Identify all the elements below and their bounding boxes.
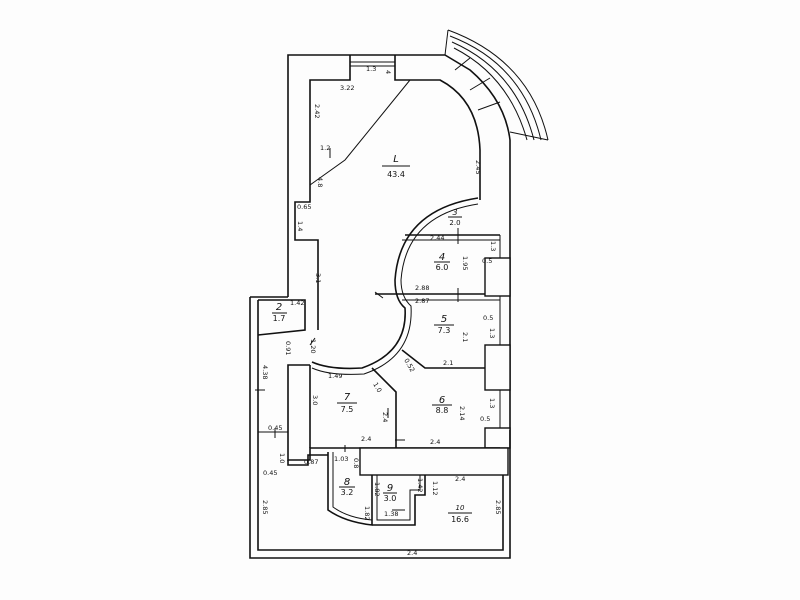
dimension: 0.65 (297, 203, 311, 211)
room-area: 1.7 (273, 314, 286, 323)
room-1-label: L 43.4 (382, 154, 410, 179)
dimension: 0.5 (483, 314, 493, 322)
room-2-label: 21.7 (272, 302, 287, 323)
room-area: 2.0 (449, 219, 460, 227)
dimension: 1.20 (309, 339, 317, 353)
dimension: 1.4 (296, 221, 304, 231)
dimension: 2.14 (458, 406, 466, 420)
room-number: 3 (452, 208, 457, 217)
walls (249, 29, 549, 559)
dimension: 1.42 (416, 478, 424, 492)
dimension: 1.3 (488, 328, 496, 338)
room-number: 10 (456, 504, 465, 512)
room-8-label: 83.2 (339, 477, 355, 497)
dimension: 2.1 (443, 359, 453, 367)
room-area: 8.8 (436, 406, 449, 415)
room-area: 3.2 (341, 488, 354, 497)
room-area: 6.0 (436, 263, 449, 272)
room-area: 3.0 (384, 494, 397, 503)
dimension: 2.1 (461, 332, 469, 342)
room-4-label: 46.0 (434, 252, 450, 272)
room-3-label: 32.0 (448, 208, 462, 227)
room-area: 16.6 (451, 515, 469, 524)
dimension: 1.82 (373, 482, 381, 496)
room-5-label: 57.3 (434, 314, 454, 335)
dimension: 0.45 (268, 424, 282, 432)
dimension: 0.5 (480, 415, 490, 423)
dimension: 2.4 (430, 438, 440, 446)
dimension: 1.95 (461, 256, 469, 270)
room-number: 7 (344, 392, 351, 403)
room-number: 5 (441, 314, 447, 325)
dimension: 2.4 (381, 412, 389, 422)
room-number: 6 (439, 395, 445, 406)
dimension: 1.2 (320, 144, 330, 152)
dimension: 1.3 (366, 65, 376, 73)
room-number: 8 (344, 477, 350, 488)
room-6-label: 68.8 (432, 395, 452, 415)
dimension: 2.4 (455, 475, 465, 483)
dimension: 2.42 (313, 104, 321, 118)
dimension: 1.49 (328, 372, 342, 380)
dimension: 1.03 (334, 455, 348, 463)
dimension: 2.88 (415, 284, 429, 292)
dimension: 1.12 (431, 481, 439, 495)
dimension: 1.3 (488, 398, 496, 408)
dimension: 0.87 (304, 458, 318, 466)
dimension: 2.44 (430, 234, 444, 242)
dimension-labels: 1.3 4 3.22 2.42 1.2 4.8 2.45 0.65 1.4 3.… (261, 65, 502, 557)
room-7-label: 77.5 (337, 392, 357, 414)
dimension: 0.91 (284, 341, 292, 355)
dimension: 2.4 (361, 435, 371, 443)
dimension: 4 (384, 70, 392, 74)
dimension: 1.3 (489, 241, 497, 251)
dimension: 0.8 (352, 458, 360, 468)
room-9-label: 93.0 (383, 483, 397, 503)
room-number: L (393, 154, 399, 165)
dimension: 1.42 (290, 299, 304, 307)
room-labels: L43.4 21.7 32.0 46.0 57.3 68.8 77.5 83.2… (272, 154, 472, 524)
room-number: 9 (387, 483, 393, 494)
dimension: 1.38 (384, 510, 398, 518)
dimension: 1.0 (278, 453, 286, 463)
dimension: 2.85 (494, 500, 502, 514)
room-number: 4 (439, 252, 445, 263)
room-area: 43.4 (387, 170, 405, 179)
dimension: 3.0 (311, 395, 319, 405)
dimension: 2.85 (261, 500, 269, 514)
dimension: 3.1 (314, 273, 322, 283)
room-area: 7.5 (341, 405, 354, 414)
dimension: 4.38 (261, 365, 269, 379)
dimension: 4.8 (316, 177, 324, 187)
dimension: 2.87 (415, 297, 429, 305)
dimension: 1.0 (371, 381, 383, 394)
room-area: 7.3 (438, 326, 451, 335)
dimension: 1.82 (363, 506, 371, 520)
dimension: 0.5 (482, 257, 492, 265)
room-10-label: 10 16.6 (448, 504, 472, 524)
dimension: 2.45 (474, 160, 482, 174)
dimension: 2.4 (407, 549, 417, 557)
dimension: 0.45 (263, 469, 277, 477)
room-number: 2 (276, 302, 282, 313)
dimension: 3.22 (340, 84, 354, 92)
